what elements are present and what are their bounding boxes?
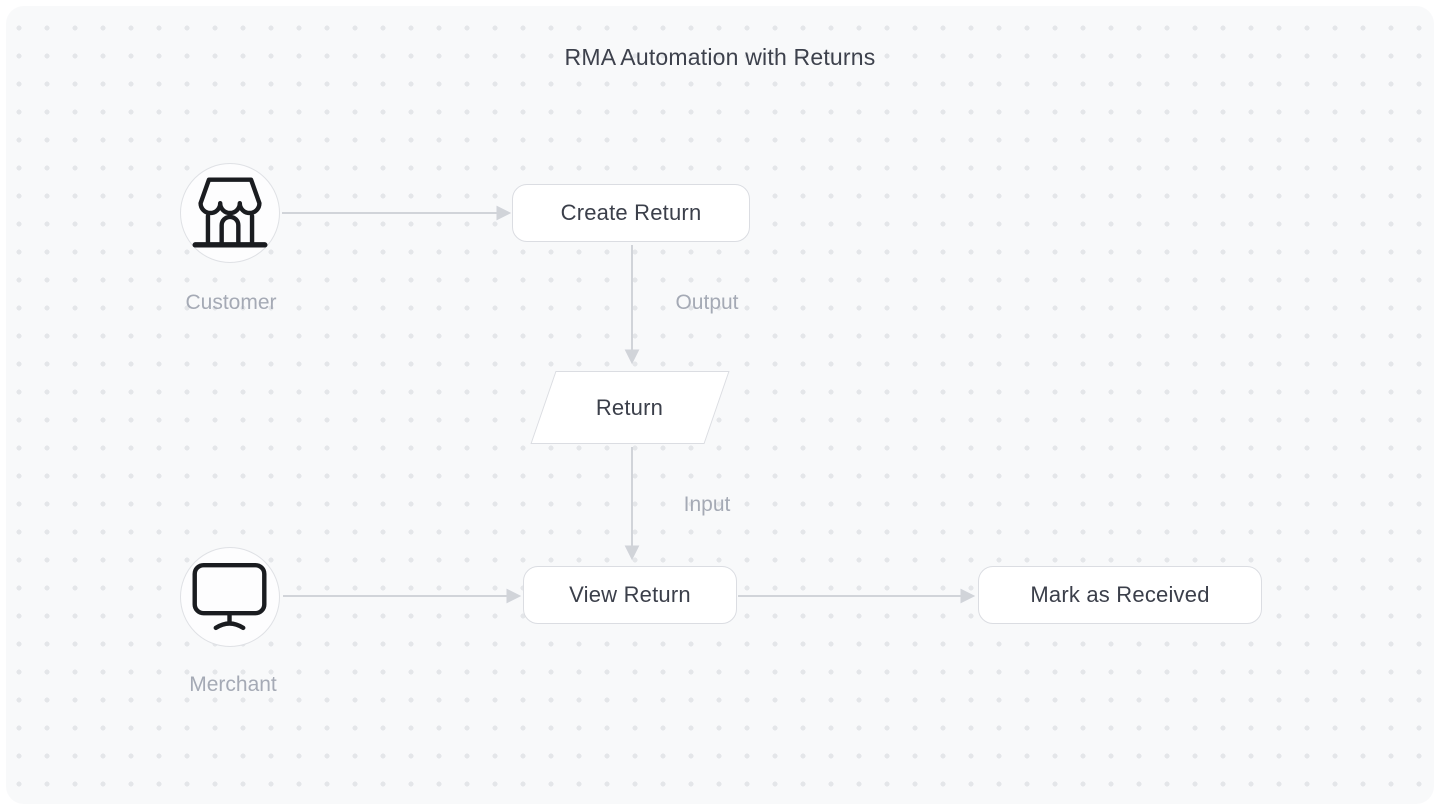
actor-node-customer[interactable] bbox=[180, 163, 280, 263]
node-create-return[interactable]: Create Return bbox=[512, 184, 750, 242]
node-label-return: Return bbox=[596, 394, 664, 420]
node-mark-as-received[interactable]: Mark as Received bbox=[978, 566, 1262, 624]
monitor-icon bbox=[192, 562, 267, 631]
node-label-view-return: View Return bbox=[569, 582, 691, 607]
edge-label-output: Output bbox=[675, 291, 739, 314]
actor-label-merchant: Merchant bbox=[189, 673, 277, 696]
actor-label-customer: Customer bbox=[185, 291, 277, 314]
actor-node-merchant[interactable] bbox=[180, 547, 280, 647]
storefront-icon bbox=[192, 177, 268, 248]
diagram-title: RMA Automation with Returns bbox=[564, 44, 876, 70]
node-label-create-return: Create Return bbox=[560, 200, 702, 225]
node-view-return[interactable]: View Return bbox=[523, 566, 737, 624]
node-label-mark-as-received: Mark as Received bbox=[1030, 582, 1210, 607]
node-return[interactable]: Return bbox=[530, 371, 730, 444]
edge-label-input: Input bbox=[683, 493, 731, 516]
flow-canvas[interactable] bbox=[6, 6, 1434, 804]
